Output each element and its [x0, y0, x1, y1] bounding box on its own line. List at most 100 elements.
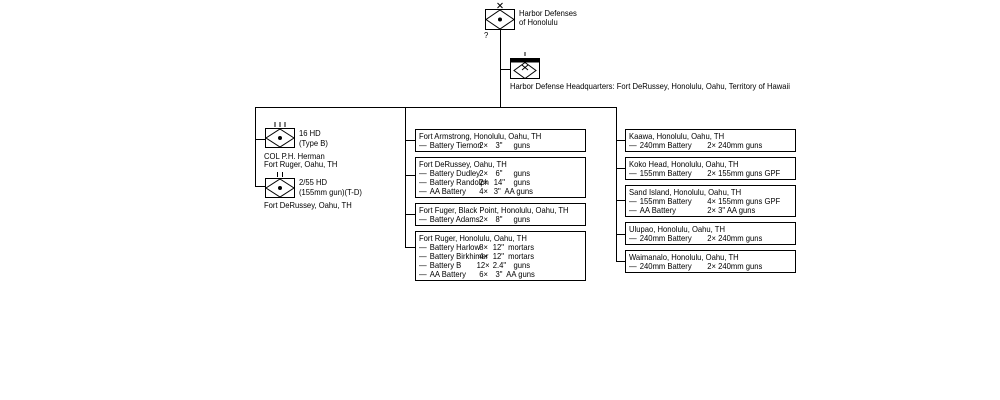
- branch-stub: [255, 186, 265, 187]
- headquarters-symbol-icon: [510, 52, 540, 80]
- site-title: Kaawa, Honolulu, Oahu, TH: [629, 131, 725, 141]
- battery-caliber: 3": [493, 186, 501, 196]
- trunk-line: [255, 107, 617, 108]
- battery-row: —Battery Tiernon 2× 3" guns: [419, 140, 531, 150]
- fort-title: Fort Ruger, Honolulu, Oahu, TH: [419, 233, 527, 243]
- battery-name: Battery Birkhimer: [429, 251, 489, 261]
- battery-row: —Battery Adams 2× 8" guns: [419, 214, 531, 224]
- branch-stub: [255, 139, 265, 140]
- site-title: Waimanalo, Honolulu, Oahu, TH: [629, 252, 739, 262]
- battalion-symbol: [264, 171, 296, 199]
- battery-row: —AA Battery 2× 3" AA guns: [629, 205, 756, 215]
- battery-name: 240mm Battery: [639, 261, 692, 271]
- branch-line-left: [255, 107, 256, 187]
- battery-qty: 2×: [479, 140, 489, 150]
- site-box: Koko Head, Honolulu, Oahu, TH —155mm Bat…: [625, 157, 796, 180]
- battery-armament: 2× 155mm guns GPF: [707, 168, 781, 178]
- battery-caliber: 2.4": [492, 260, 507, 270]
- fort-title: Fort DeRussey, Oahu, TH: [419, 159, 507, 169]
- battery-row: —Battery Harlow 8× 12" mortars: [419, 242, 535, 252]
- battery-type: guns: [513, 260, 531, 270]
- regiment-commander: COL P.H. Herman: [264, 151, 325, 161]
- battery-row: —155mm Battery 2× 155mm guns GPF: [629, 168, 781, 178]
- site-title: Ulupao, Honolulu, Oahu, TH: [629, 224, 725, 234]
- battery-name: 155mm Battery: [639, 168, 692, 178]
- site-title: Sand Island, Honolulu, Oahu, TH: [629, 187, 742, 197]
- battery-type: AA guns: [506, 269, 535, 279]
- battery-row: —Battery Dudley 2× 6" guns: [419, 168, 531, 178]
- battery-name: Battery B: [429, 260, 462, 270]
- battery-row: —Battery Randolph 2× 14" guns: [419, 177, 531, 187]
- hq-label: Harbor Defense Headquarters: Fort DeRuss…: [510, 81, 790, 91]
- fort-box: Fort Ruger, Honolulu, Oahu, TH —Battery …: [415, 231, 586, 281]
- branch-stub: [616, 168, 625, 169]
- battery-name: Battery Adams: [429, 214, 480, 224]
- battalion-name: 2/55 HD: [299, 177, 328, 187]
- branch-line-right: [616, 107, 617, 262]
- battery-armament: 2× 3" AA guns: [707, 205, 756, 215]
- branch-stub: [616, 200, 625, 201]
- battery-name: 240mm Battery: [639, 233, 692, 243]
- battery-row: —155mm Battery 4× 155mm guns GPF: [629, 196, 781, 206]
- battery-name: 155mm Battery: [639, 196, 692, 206]
- battery-caliber: 3": [495, 269, 503, 279]
- branch-stub: [616, 234, 625, 235]
- battery-armament: 2× 240mm guns: [707, 233, 763, 243]
- branch-stub: [616, 140, 625, 141]
- top-unit-symbol: [484, 2, 516, 32]
- battery-name: Battery Tiernon: [429, 140, 482, 150]
- battery-name: AA Battery: [639, 205, 676, 215]
- regiment-type: (Type B): [299, 138, 328, 148]
- battery-row: —Battery B 12× 2.4" guns: [419, 260, 531, 270]
- fort-title: Fort Fuger, Black Point, Honolulu, Oahu,…: [419, 205, 569, 215]
- battery-row: —240mm Battery 2× 240mm guns: [629, 140, 763, 150]
- battery-caliber: 6": [495, 168, 503, 178]
- top-unit-name-line2: of Honolulu: [519, 17, 558, 27]
- connector-line: [500, 69, 510, 70]
- branch-stub: [405, 175, 415, 176]
- battery-name: 240mm Battery: [639, 140, 692, 150]
- battery-row: —Battery Birkhimer 4× 12" mortars: [419, 251, 535, 261]
- coast-artillery-symbol-icon: [485, 2, 515, 30]
- battery-type: mortars: [508, 242, 535, 252]
- battery-type: guns: [513, 177, 531, 187]
- fort-title: Fort Armstrong, Honolulu, Oahu, TH: [419, 131, 542, 141]
- battery-type: guns: [513, 168, 531, 178]
- coast-artillery-symbol-icon: [265, 122, 295, 148]
- branch-stub: [405, 140, 415, 141]
- battery-armament: 4× 155mm guns GPF: [707, 196, 781, 206]
- hq-symbol: [509, 52, 541, 80]
- fort-box: Fort Fuger, Black Point, Honolulu, Oahu,…: [415, 203, 586, 226]
- battery-type: AA guns: [504, 186, 534, 196]
- battery-caliber: 14": [493, 177, 505, 187]
- regiment-symbol: [264, 121, 296, 149]
- battery-qty: 12×: [476, 260, 490, 270]
- fort-box: Fort Armstrong, Honolulu, Oahu, TH —Batt…: [415, 129, 586, 152]
- branch-stub: [405, 247, 415, 248]
- regiment-location: Fort Ruger, Oahu, TH: [264, 159, 338, 169]
- top-unit-name-line1: Harbor Defenses: [519, 8, 577, 18]
- battery-qty: 2×: [479, 214, 489, 224]
- battery-armament: 2× 240mm guns: [707, 140, 763, 150]
- battery-caliber: 12": [492, 251, 505, 261]
- branch-stub: [616, 261, 625, 262]
- branch-stub: [405, 214, 415, 215]
- site-box: Kaawa, Honolulu, Oahu, TH —240mm Battery…: [625, 129, 796, 152]
- battery-row: —240mm Battery 2× 240mm guns: [629, 233, 763, 243]
- battery-name: AA Battery: [429, 186, 466, 196]
- battalion-type: (155mm gun)(T-D): [299, 187, 362, 197]
- battery-type: guns: [513, 140, 531, 150]
- battery-qty: 2×: [479, 168, 489, 178]
- battery-row: —240mm Battery 2× 240mm guns: [629, 261, 763, 271]
- branch-line-middle: [405, 107, 406, 248]
- battery-caliber: 3": [495, 140, 503, 150]
- fort-box: Fort DeRussey, Oahu, TH —Battery Dudley …: [415, 157, 586, 198]
- top-unit-unknown-mark: ?: [484, 30, 489, 40]
- battery-name: AA Battery: [429, 269, 466, 279]
- battery-type: guns: [513, 214, 531, 224]
- battery-armament: 2× 240mm guns: [707, 261, 763, 271]
- battery-type: mortars: [508, 251, 535, 261]
- battery-qty: 6×: [479, 269, 489, 279]
- battery-qty: 4×: [479, 251, 489, 261]
- site-box: Sand Island, Honolulu, Oahu, TH —155mm B…: [625, 185, 796, 217]
